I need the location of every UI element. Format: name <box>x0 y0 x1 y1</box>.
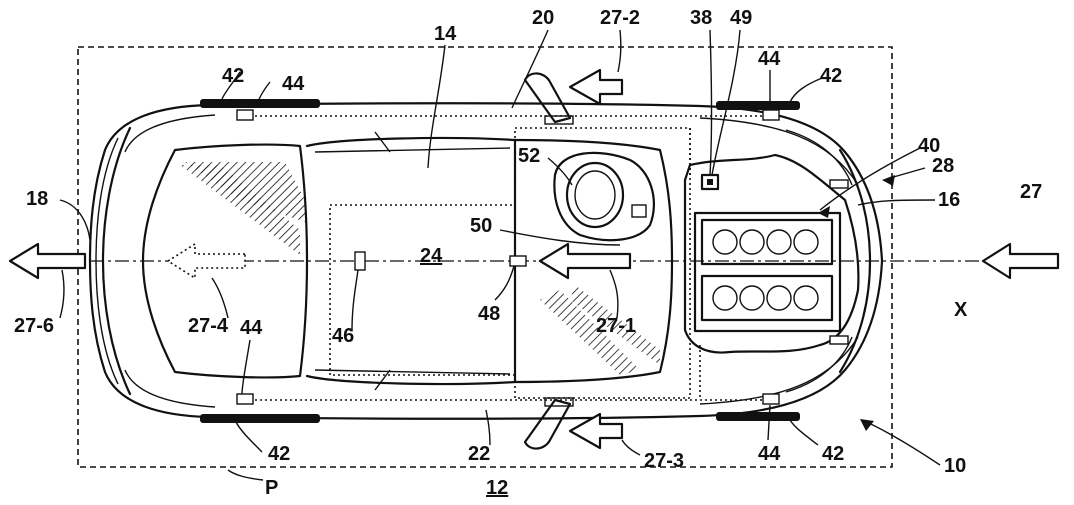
label-20: 20 <box>532 7 554 29</box>
wheel-front-right <box>200 414 320 423</box>
label-50: 50 <box>470 215 492 237</box>
label-42-tl: 42 <box>222 65 244 87</box>
label-42-tr: 42 <box>820 65 842 87</box>
airflow-arrow-27-3 <box>568 412 624 450</box>
label-44-br: 44 <box>758 443 781 465</box>
front-bumper <box>101 126 132 396</box>
label-24: 24 <box>420 245 443 267</box>
sensor-rear-bottom <box>829 335 849 345</box>
mirror-right <box>523 398 572 450</box>
sensor-44-bl <box>236 393 254 405</box>
engine-cutaway <box>683 153 860 354</box>
label-27-2: 27-2 <box>600 7 640 29</box>
label-28: 28 <box>932 155 954 177</box>
sensor-46 <box>354 251 366 271</box>
leader-lines <box>59 29 941 481</box>
label-14: 14 <box>434 23 457 45</box>
label-42-bl: 42 <box>268 443 290 465</box>
label-27-3: 27-3 <box>644 450 684 472</box>
rear-window <box>513 138 674 384</box>
label-27-4: 27-4 <box>188 315 229 337</box>
label-48: 48 <box>478 303 500 325</box>
label-49: 49 <box>730 7 752 29</box>
sensor-48 <box>509 255 527 267</box>
sensor-44-tl <box>236 109 254 121</box>
steering-wheel <box>553 151 655 242</box>
sensor-44-tr <box>762 109 780 121</box>
rear-fascia <box>838 148 872 374</box>
wheel-rear-left <box>716 101 800 110</box>
windshield <box>141 143 309 379</box>
label-10: 10 <box>944 455 966 477</box>
body-inner-line <box>124 114 859 408</box>
label-P: P <box>265 477 278 499</box>
boundary-12 <box>77 46 893 468</box>
label-44-bl: 44 <box>240 317 263 339</box>
wheel-rear-right <box>716 412 800 421</box>
cabin-zone <box>329 204 516 376</box>
label-22: 22 <box>468 443 490 465</box>
vehicle-body <box>88 102 884 420</box>
label-42-br: 42 <box>822 443 844 465</box>
airflow-arrow-27-1 <box>538 242 632 280</box>
sensor-rear-top <box>829 179 849 189</box>
airflow-arrow-27 <box>981 242 1060 280</box>
sensor-44-br <box>762 393 780 405</box>
label-16: 16 <box>938 189 960 211</box>
label-27-6: 27-6 <box>14 315 54 337</box>
airflow-arrow-27-4 <box>166 242 246 280</box>
label-38: 38 <box>690 7 712 29</box>
label-27-1: 27-1 <box>596 315 636 337</box>
rear-window-hatch <box>540 290 640 375</box>
label-X: X <box>954 299 968 321</box>
label-12: 12 <box>486 477 508 499</box>
label-27: 27 <box>1020 181 1042 203</box>
label-46: 46 <box>332 325 354 347</box>
label-40: 40 <box>918 135 940 157</box>
airflow-arrow-27-6 <box>8 242 87 280</box>
label-52: 52 <box>518 145 540 167</box>
label-44-tr: 44 <box>758 48 781 70</box>
label-18: 18 <box>26 188 48 210</box>
wheel-front-left <box>200 99 320 108</box>
airflow-arrow-27-2 <box>568 68 624 106</box>
battery-pack <box>693 211 842 333</box>
mirror-left <box>523 72 572 124</box>
label-44-tl: 44 <box>282 73 305 95</box>
